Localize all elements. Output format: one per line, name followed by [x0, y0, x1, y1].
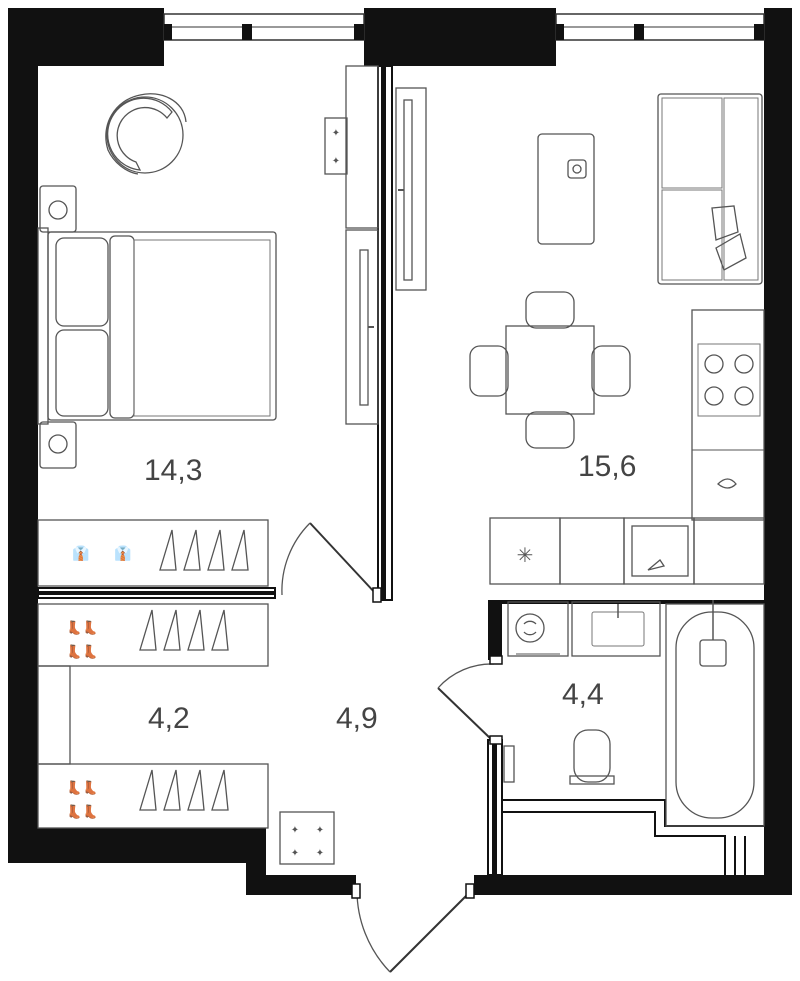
window-living — [555, 13, 765, 41]
svg-text:✦: ✦ — [332, 156, 340, 167]
svg-text:✦: ✦ — [316, 848, 324, 859]
svg-text:✦: ✦ — [291, 825, 299, 836]
kitchen-lower-row: ✳ — [489, 517, 765, 585]
radiator-icon — [503, 745, 515, 783]
living-area-label: 15,6 — [578, 450, 636, 483]
svg-text:👢👢: 👢👢 — [66, 780, 98, 796]
electrical-panel-icon: ✦ ✦ ✦ ✦ — [279, 811, 335, 865]
washing-machine-icon — [507, 601, 569, 657]
kitchen-counter — [691, 309, 765, 521]
svg-text:👢👢: 👢👢 — [66, 804, 98, 820]
wardrobe-bedroom-top — [345, 65, 379, 229]
wardrobe-top-shelf: 👢👢 👢👢 — [37, 603, 269, 667]
bedroom-closet: 👔 👔 — [37, 519, 269, 587]
toilet-icon — [569, 729, 615, 785]
coffee-table-icon — [537, 133, 595, 245]
svg-text:👢👢: 👢👢 — [66, 620, 98, 636]
tv-stand-bedroom — [345, 229, 379, 425]
armchair-icon — [105, 93, 187, 175]
svg-text:👔: 👔 — [114, 545, 131, 562]
svg-text:✦: ✦ — [291, 848, 299, 859]
outer-walls — [8, 8, 792, 895]
entrance-door — [351, 883, 475, 973]
hallway-area-label: 4,9 — [336, 702, 378, 735]
svg-text:✳: ✳ — [517, 543, 534, 567]
svg-text:✦: ✦ — [316, 825, 324, 836]
double-bed-icon — [37, 185, 277, 469]
tv-stand-living — [395, 87, 427, 291]
dining-table-icon — [469, 291, 631, 449]
svg-text:✦: ✦ — [332, 128, 340, 139]
wardrobe-area-label: 4,2 — [148, 702, 190, 735]
window-bedroom — [163, 13, 365, 41]
bedroom-area-label: 14,3 — [144, 454, 202, 487]
svg-text:👔: 👔 — [72, 545, 89, 562]
wardrobe-bottom-shelf: 👢👢 👢👢 — [37, 763, 269, 829]
wardrobe-side-panel — [37, 665, 71, 765]
bedroom-door — [281, 522, 382, 603]
wall-socket-icon: ✦ ✦ — [324, 117, 348, 175]
bathtub-icon — [665, 600, 765, 827]
bathroom-area-label: 4,4 — [562, 678, 604, 711]
sofa-icon — [657, 93, 763, 285]
svg-text:👢👢: 👢👢 — [66, 644, 98, 660]
sink-icon — [571, 601, 661, 657]
bathroom-door — [437, 655, 503, 745]
